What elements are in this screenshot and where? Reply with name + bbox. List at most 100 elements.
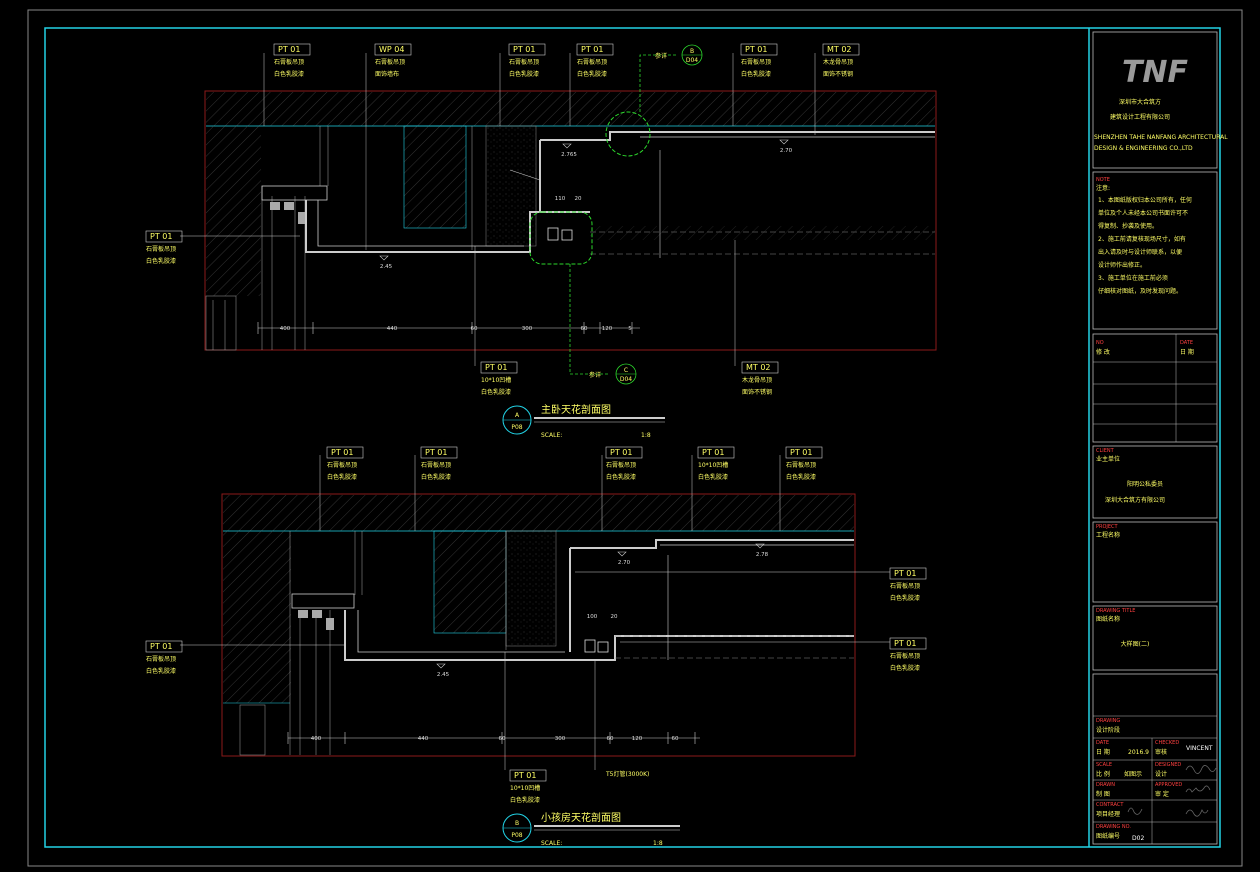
section-b-tag-line1: 石膏板吊顶 — [421, 461, 451, 469]
scale-label: SCALE — [1096, 762, 1112, 768]
designed-label: DESIGNED — [1155, 762, 1181, 768]
section-b-tag-code: PT 01 — [610, 448, 632, 457]
section-a-bottom-tag-line1: 10*10凹槽 — [481, 376, 511, 384]
section-b-left-tag-code: PT 01 — [150, 642, 172, 651]
section-a-level-text: 2.45 — [380, 264, 393, 270]
date-cn: 日 期 — [1096, 748, 1110, 756]
company-logo: TNF — [1122, 55, 1189, 90]
section-a-scale-label: SCALE: — [541, 432, 562, 439]
section-a-tag-code: PT 01 — [581, 45, 603, 54]
section-b-left-tag-line1: 石膏板吊顶 — [146, 655, 176, 663]
notes-line: 1、本图纸版权归本公司所有，任何 — [1098, 196, 1192, 204]
notes-line: 出入请及时与设计师联系，以便 — [1098, 248, 1182, 256]
section-a-dim: 5 — [628, 326, 632, 332]
date-value: 2016.9 — [1128, 749, 1149, 756]
section-a-bottom-tag-line2: 白色乳胶漆 — [481, 388, 511, 396]
client-line-1: 阳明公私委员 — [1127, 480, 1163, 488]
detail-ref-top-label: 参详 — [655, 52, 667, 60]
approved-cn: 审 定 — [1155, 790, 1169, 798]
checked-label: CHECKED — [1155, 740, 1179, 746]
section-a-left-tag-code: PT 01 — [150, 232, 172, 241]
notes-line: 得复制、抄袭及使用。 — [1098, 222, 1158, 230]
contract-cn: 项目经理 — [1096, 810, 1120, 818]
section-a-bottom-tag-code: PT 01 — [485, 363, 507, 372]
drawing-title-label-cn: 图纸名称 — [1096, 615, 1120, 623]
revision-no-label: NO — [1096, 340, 1104, 346]
revision-no-cn: 修 改 — [1096, 348, 1110, 356]
section-b-dim: 400 — [311, 736, 322, 742]
drawing-title-label: DRAWING TITLE — [1096, 608, 1135, 614]
section-a-level: 2.765 — [561, 143, 577, 158]
drawn-label: DRAWN — [1096, 782, 1115, 788]
section-b-tag-line2: 白色乳胶漆 — [786, 473, 816, 481]
section-b-dim: 60 — [607, 736, 614, 742]
section-b-tag-line2: 白色乳胶漆 — [421, 473, 451, 481]
section-a-tag-code: PT 01 — [278, 45, 300, 54]
section-b-level: 2.70 — [617, 551, 631, 566]
notes-list: 1、本图纸版权归本公司所有，任何单位及个人未经本公司书面许可不得复制、抄袭及使用… — [1098, 196, 1192, 295]
section-b-tag-code: PT 01 — [702, 448, 724, 457]
company-sub-cn: 建筑设计工程有限公司 — [1110, 113, 1170, 121]
drawn-cn: 制 图 — [1096, 790, 1110, 798]
section-b-right-tag-1-line2: 白色乳胶漆 — [890, 594, 920, 602]
section-a-left-tag-line1: 石膏板吊顶 — [146, 245, 176, 253]
section-a-tag-code: PT 01 — [745, 45, 767, 54]
client-line-2: 深圳大合筑方有限公司 — [1105, 496, 1165, 504]
section-a-bottom-tag-2-line2: 面饰不锈钢 — [742, 388, 772, 396]
section-a-level: 2.70 — [779, 139, 793, 154]
section-a-title: 主卧天花剖面图 — [541, 403, 611, 416]
section-b-right-tag-2-code: PT 01 — [894, 639, 916, 648]
section-b-tag-line2: 白色乳胶漆 — [698, 473, 728, 481]
section-a-tag-line1: 石膏板吊顶 — [274, 58, 304, 66]
section-a-dim: 60 — [471, 326, 478, 332]
section-a-dim: 300 — [522, 326, 533, 332]
notes-label: 注意: — [1096, 184, 1110, 192]
section-a-marker-top: A — [515, 412, 520, 419]
section-b-tag-code: PT 01 — [790, 448, 812, 457]
section-a-tag-line2: 白色乳胶漆 — [741, 70, 771, 78]
section-b-drawing — [221, 493, 856, 757]
section-b-tag-line2: 白色乳胶漆 — [327, 473, 357, 481]
detail-ref-bottom-sheet: D04 — [620, 376, 632, 383]
section-a-levels: 2.765 2.70 2.45 — [379, 139, 793, 270]
section-b-bottom-tag-code: PT 01 — [514, 771, 536, 780]
scale-value: 如图示 — [1124, 770, 1142, 778]
detail-ref-top-sheet: D04 — [686, 57, 698, 64]
client-label: CLIENT — [1096, 448, 1115, 454]
section-a-tag-code: WP 04 — [379, 45, 404, 54]
section-b-right-tag-2-line2: 白色乳胶漆 — [890, 664, 920, 672]
section-b-dim: 300 — [555, 736, 566, 742]
section-a-tag-code: PT 01 — [513, 45, 535, 54]
client-label-cn: 业主单位 — [1096, 455, 1120, 463]
section-title-bars — [502, 44, 703, 843]
section-a-level: 2.45 — [379, 255, 393, 270]
section-a-level-text: 2.765 — [561, 152, 577, 158]
drawing-no-cn: 图纸编号 — [1096, 832, 1120, 840]
section-a-dim: 20 — [575, 196, 582, 202]
section-b-level-text: 2.70 — [618, 560, 631, 566]
scale-cn: 比 例 — [1096, 770, 1110, 778]
section-b-dim: 20 — [611, 614, 618, 620]
section-a-leaders — [180, 53, 816, 366]
section-a-tag-line2: 面饰不锈钢 — [823, 70, 853, 78]
outer-frame — [27, 9, 1243, 867]
section-b-scale-label: SCALE: — [541, 840, 562, 847]
section-b-left-tag-line2: 白色乳胶漆 — [146, 667, 176, 675]
section-a-dim: 400 — [280, 326, 291, 332]
notes-line: 3、施工单位在施工前必须 — [1098, 274, 1168, 282]
notes-line: 设计师作出修正。 — [1098, 261, 1146, 269]
section-b-tag-code: PT 01 — [425, 448, 447, 457]
section-b-dim: 60 — [499, 736, 506, 742]
